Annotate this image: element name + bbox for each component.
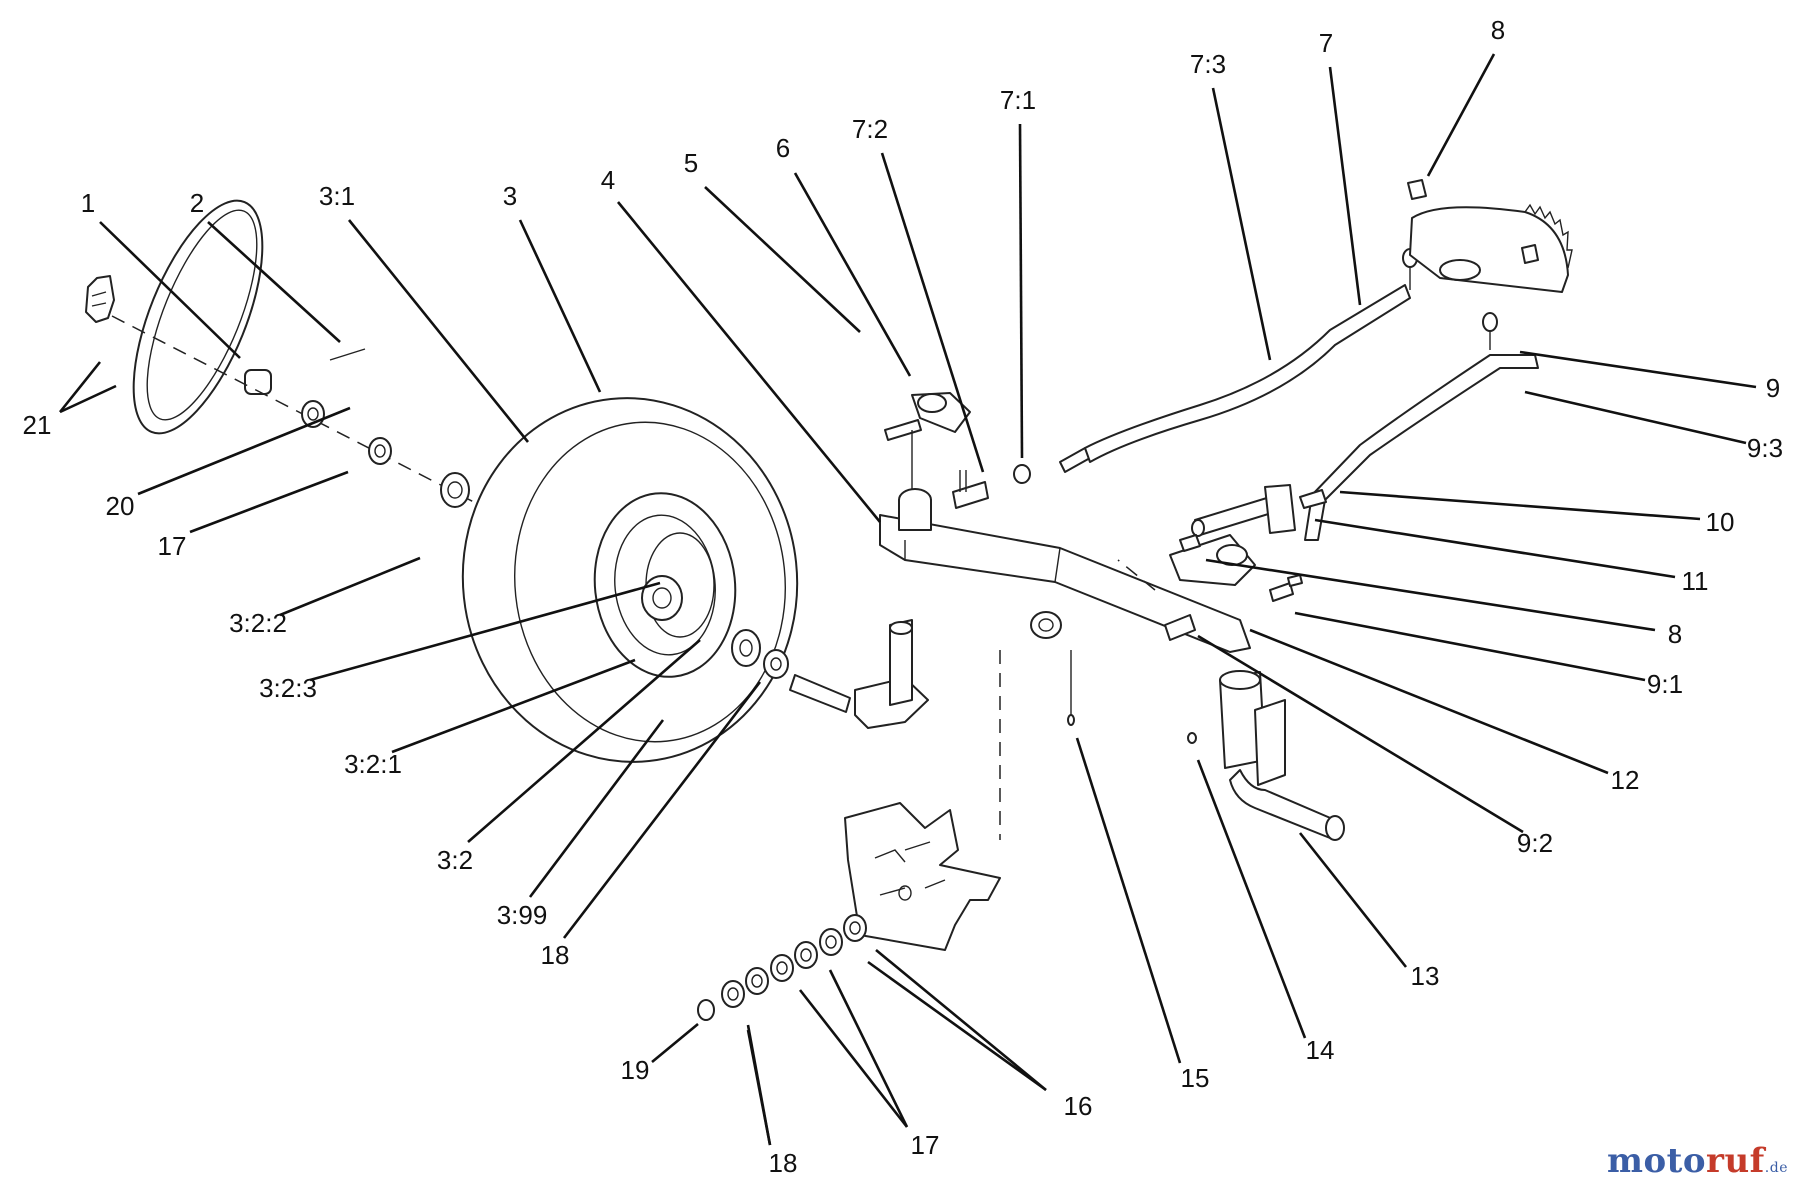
callout-label: 5 xyxy=(684,148,698,178)
leader-line xyxy=(1426,53,1496,177)
leader-line xyxy=(1519,350,1757,389)
callout-label: 3:2 xyxy=(437,845,473,875)
leader-line xyxy=(59,384,117,414)
watermark-tld: .de xyxy=(1764,1160,1788,1176)
tie-rod-part xyxy=(1304,312,1539,541)
leader-line xyxy=(1211,87,1272,361)
leader-line xyxy=(704,186,861,333)
leader-line xyxy=(1298,832,1408,968)
callout-label: 7:3 xyxy=(1190,49,1226,79)
leader-line xyxy=(1294,611,1646,682)
left-spindle-part xyxy=(789,619,929,729)
callout-label: 3:1 xyxy=(319,181,355,211)
callout-label: 7 xyxy=(1319,28,1333,58)
callout-label: 14 xyxy=(1306,1035,1335,1065)
right-spindle-part xyxy=(1219,670,1345,841)
drag-link-part xyxy=(1084,248,1418,463)
callout-label: 6 xyxy=(776,133,790,163)
grease-fittings xyxy=(1067,650,1197,744)
callout-label: 3:2:2 xyxy=(229,608,287,638)
leader-line xyxy=(347,219,530,443)
washers-left xyxy=(301,400,470,508)
leader-line xyxy=(880,152,985,473)
leader-line xyxy=(58,361,102,413)
center-line-arm xyxy=(1117,559,1156,591)
callout-label: 9:1 xyxy=(1647,669,1683,699)
leader-line xyxy=(189,470,349,534)
leader-line xyxy=(1018,123,1024,459)
leader-line xyxy=(1196,759,1307,1039)
leader-line xyxy=(309,581,661,682)
callout-label: 8 xyxy=(1668,619,1682,649)
leader-line xyxy=(1339,490,1701,521)
callout-label: 11 xyxy=(1682,566,1709,596)
callout-label: 3:99 xyxy=(497,900,548,930)
callout-label: 2 xyxy=(190,188,204,218)
callout-label: 7:1 xyxy=(1000,85,1036,115)
sector-gear-part xyxy=(1407,179,1573,293)
callout-label: 3 xyxy=(503,181,517,211)
leader-line xyxy=(651,1022,699,1064)
leader-line xyxy=(746,1029,772,1146)
leader-line xyxy=(1205,558,1656,632)
hub-cap-part xyxy=(85,275,115,323)
wheel-part xyxy=(461,397,799,763)
leader-line xyxy=(1328,66,1362,306)
callout-label: 9 xyxy=(1766,373,1780,403)
callout-label: 3:2:1 xyxy=(344,749,402,779)
leader-line xyxy=(207,221,341,343)
leader-line xyxy=(467,639,701,843)
callout-label: 18 xyxy=(769,1148,798,1178)
callout-label: 17 xyxy=(158,531,187,561)
callout-label: 3:2:3 xyxy=(259,673,317,703)
leader-line xyxy=(518,219,602,393)
watermark-logo: motoruf.de xyxy=(1607,1141,1788,1181)
callout-label: 18 xyxy=(541,940,570,970)
pivot-shaft-part xyxy=(1191,484,1327,537)
frame-bracket-part xyxy=(844,802,1001,951)
callout-label: 17 xyxy=(911,1130,940,1160)
leader-line xyxy=(867,960,1047,1092)
leader-line xyxy=(562,681,762,939)
callout-label: 7:2 xyxy=(852,114,888,144)
leader-line xyxy=(828,969,909,1128)
cotter-pin-part xyxy=(329,348,366,361)
leader-line xyxy=(137,406,351,496)
leader-line xyxy=(616,201,882,523)
leader-line xyxy=(793,172,912,377)
callout-label: 9:2 xyxy=(1517,828,1553,858)
callout-label: 10 xyxy=(1706,507,1735,537)
leader-line xyxy=(798,989,909,1128)
callout-label: 8 xyxy=(1491,15,1505,45)
leader-line xyxy=(1314,518,1676,579)
leader-line xyxy=(875,948,1047,1092)
callout-label: 4 xyxy=(601,165,615,195)
steering-arm-left xyxy=(884,392,971,490)
leader-line xyxy=(99,221,241,359)
leader-line xyxy=(1075,737,1182,1064)
callout-label: 21 xyxy=(23,410,52,440)
callout-label: 20 xyxy=(106,491,135,521)
leader-line xyxy=(528,719,665,898)
watermark-text-a: moto xyxy=(1606,1141,1707,1181)
callout-label: 19 xyxy=(621,1055,650,1085)
watermark-text-b: ruf xyxy=(1706,1141,1765,1181)
callout-label: 1 xyxy=(81,188,95,218)
callout-label: 16 xyxy=(1064,1091,1093,1121)
callout-label: 12 xyxy=(1611,765,1640,795)
leader-line xyxy=(1197,634,1524,834)
leader-line xyxy=(279,556,421,617)
bushings-right xyxy=(731,629,789,679)
callout-label: 9:3 xyxy=(1747,433,1783,463)
washers-bottom xyxy=(697,914,867,1021)
callout-label: 13 xyxy=(1411,961,1440,991)
leader-line xyxy=(391,658,636,754)
axle-beam-part xyxy=(879,488,1251,653)
leader-line xyxy=(1249,628,1609,775)
callout-label: 15 xyxy=(1181,1063,1210,1093)
leader-lines xyxy=(58,53,1757,1146)
leader-line xyxy=(1524,390,1747,445)
